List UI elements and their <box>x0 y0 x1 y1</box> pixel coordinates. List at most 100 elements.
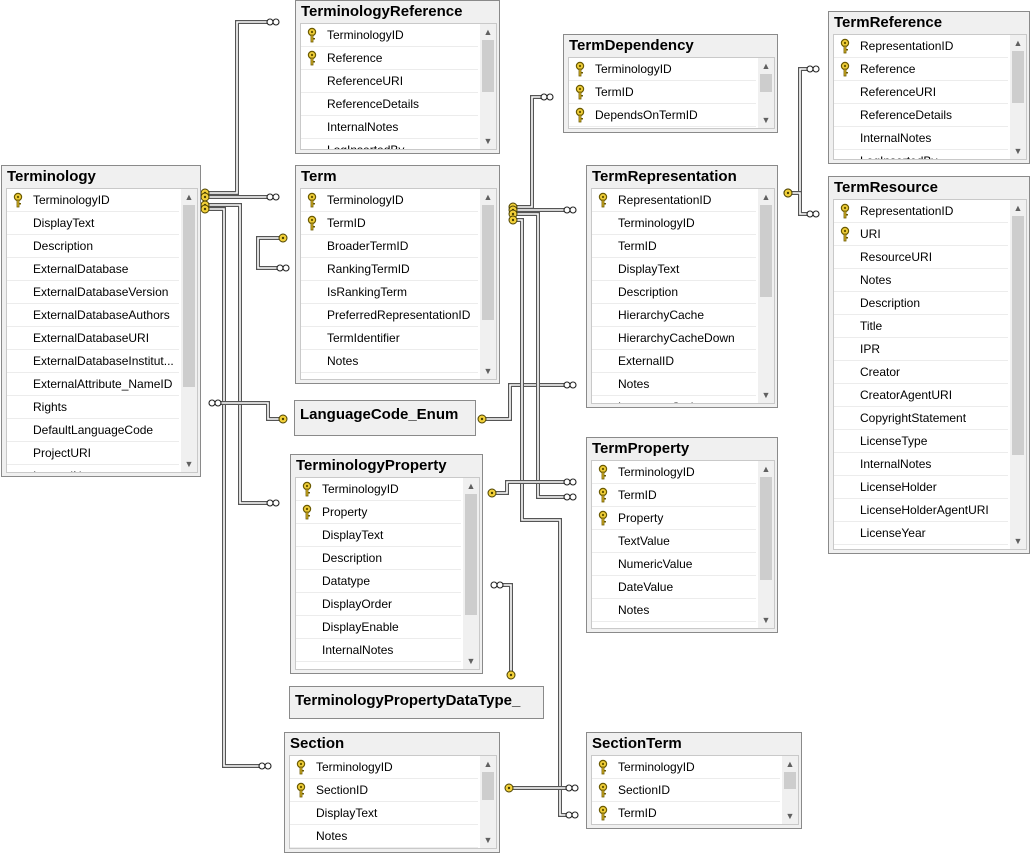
scroll-down-icon[interactable]: ▼ <box>1013 146 1023 156</box>
relationship-terminology-to-terminology-reference[interactable] <box>200 18 280 198</box>
relationship-term-to-section-term[interactable] <box>508 215 579 819</box>
column-row[interactable]: RankingTermID <box>301 258 478 281</box>
scrollbar-thumb[interactable] <box>482 40 494 93</box>
relationship-language-code-enum-to-terminology[interactable] <box>208 399 288 424</box>
scrollbar-thumb[interactable] <box>760 477 772 580</box>
relationship-term-to-term-property[interactable] <box>508 209 577 501</box>
column-row[interactable]: SectionID <box>290 779 478 802</box>
column-row[interactable]: TerminologyID <box>592 212 756 235</box>
column-row[interactable]: TerminologyID <box>296 478 461 501</box>
column-row[interactable]: Description <box>592 281 756 304</box>
column-row[interactable]: Reference <box>301 47 478 70</box>
column-row[interactable]: HierarchyCache <box>592 304 756 327</box>
column-row[interactable]: DateValue <box>592 576 756 599</box>
column-row[interactable]: TerminologyID <box>301 189 478 212</box>
scroll-up-icon[interactable]: ▲ <box>483 759 493 769</box>
column-row[interactable]: TerminologyID <box>569 58 756 81</box>
column-row[interactable]: TerminologyID <box>592 461 756 484</box>
relationship-term-representation-to-term-resource[interactable] <box>783 188 820 218</box>
vertical-scrollbar[interactable]: ▲▼ <box>1010 200 1026 549</box>
column-row[interactable]: ReferenceDetails <box>301 93 478 116</box>
column-row[interactable]: IsRankingTerm <box>301 281 478 304</box>
column-row[interactable]: LicenseYear <box>834 522 1008 545</box>
column-row[interactable]: Datatype <box>296 570 461 593</box>
column-row[interactable]: PreferredRepresentationID <box>301 304 478 327</box>
relationship-term-to-term-dependency[interactable] <box>508 93 554 212</box>
table-title[interactable]: TermProperty <box>592 440 690 457</box>
scrollbar-thumb[interactable] <box>760 205 772 297</box>
column-row[interactable]: ExternalID <box>592 350 756 373</box>
scroll-up-icon[interactable]: ▲ <box>483 192 493 202</box>
column-row[interactable]: TermID <box>592 802 780 824</box>
table-title[interactable]: TermDependency <box>569 37 694 54</box>
column-row[interactable]: ExternalDatabaseAuthors <box>7 304 179 327</box>
table-title[interactable]: TerminologyProperty <box>296 457 447 474</box>
column-row[interactable]: ExternalDatabaseURI <box>7 327 179 350</box>
column-row[interactable]: Description <box>7 235 179 258</box>
column-row[interactable]: CopyrightStatement <box>834 407 1008 430</box>
vertical-scrollbar[interactable]: ▲▼ <box>758 461 774 628</box>
column-row[interactable]: CreatorAgentURI <box>834 384 1008 407</box>
column-row[interactable]: InternalNotes <box>301 116 478 139</box>
relationship-terminology-property-to-term-property[interactable] <box>487 478 577 498</box>
relationship-section-to-section-term[interactable] <box>504 783 579 793</box>
vertical-scrollbar[interactable]: ▲▼ <box>782 756 798 824</box>
scrollbar-thumb[interactable] <box>1012 51 1024 103</box>
scroll-down-icon[interactable]: ▼ <box>483 366 493 376</box>
scroll-up-icon[interactable]: ▲ <box>1013 38 1023 48</box>
column-row[interactable]: InternalNotes <box>834 127 1008 150</box>
scroll-down-icon[interactable]: ▼ <box>466 656 476 666</box>
vertical-scrollbar[interactable]: ▲▼ <box>181 189 197 472</box>
column-row[interactable]: Reference <box>834 58 1008 81</box>
scroll-down-icon[interactable]: ▼ <box>761 390 771 400</box>
column-row[interactable]: TerminologyID <box>301 24 478 47</box>
table-title[interactable]: Term <box>301 168 337 185</box>
column-row[interactable]: TermID <box>569 81 756 104</box>
scrollbar-thumb[interactable] <box>1012 216 1024 456</box>
table-title[interactable]: TermReference <box>834 14 943 31</box>
column-row[interactable]: LogInsertedBy <box>834 150 1008 159</box>
relationship-term-to-term[interactable] <box>256 233 290 272</box>
column-row[interactable]: InternalNotes <box>834 453 1008 476</box>
column-row[interactable]: ExternalDatabaseInstitut... <box>7 350 179 373</box>
column-row[interactable]: ReferenceDetails <box>834 104 1008 127</box>
scroll-down-icon[interactable]: ▼ <box>184 459 194 469</box>
column-row[interactable]: TextValue <box>592 530 756 553</box>
scroll-down-icon[interactable]: ▼ <box>761 115 771 125</box>
column-row[interactable]: TermID <box>592 235 756 258</box>
table-title[interactable]: Terminology <box>7 168 96 185</box>
scrollbar-thumb[interactable] <box>784 772 796 790</box>
column-row[interactable]: TerminologyID <box>592 756 780 779</box>
column-row[interactable]: Creator <box>834 361 1008 384</box>
column-row[interactable]: NumericValue <box>592 553 756 576</box>
column-row[interactable]: ExternalAttribute_NameID <box>7 373 179 396</box>
scrollbar-thumb[interactable] <box>482 205 494 321</box>
column-row[interactable]: SectionID <box>592 779 780 802</box>
column-row[interactable]: Property <box>296 501 461 524</box>
vertical-scrollbar[interactable]: ▲▼ <box>480 189 496 379</box>
table-title[interactable]: SectionTerm <box>592 735 682 752</box>
column-row[interactable]: InternalNotes <box>7 465 179 472</box>
table-title[interactable]: LanguageCode_Enum <box>300 406 459 423</box>
table-language-code-enum[interactable]: LanguageCode_Enum <box>294 400 476 436</box>
column-row[interactable]: Notes <box>834 269 1008 292</box>
column-row[interactable]: TermID <box>592 484 756 507</box>
scroll-down-icon[interactable]: ▼ <box>483 136 493 146</box>
column-row[interactable]: Description <box>296 547 461 570</box>
column-row[interactable]: TerminologyID <box>290 756 478 779</box>
scroll-up-icon[interactable]: ▲ <box>785 759 795 769</box>
column-row[interactable]: ExternalDatabaseVersion <box>7 281 179 304</box>
table-title[interactable]: TermRepresentation <box>592 168 737 185</box>
column-row[interactable]: Title <box>834 315 1008 338</box>
column-row[interactable]: DisplayText <box>592 258 756 281</box>
vertical-scrollbar[interactable]: ▲▼ <box>463 478 479 669</box>
relationship-terminology-property-datatype-to-terminology-property[interactable] <box>490 581 516 680</box>
